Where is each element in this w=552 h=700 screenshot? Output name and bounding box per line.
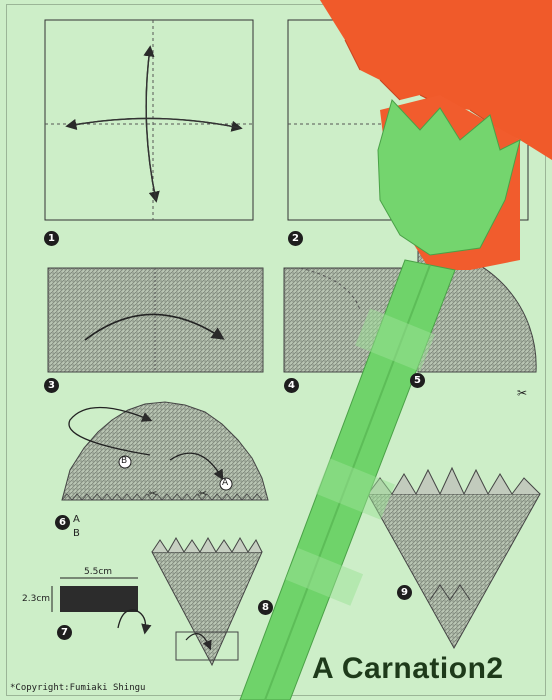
step-number-9: 9: [397, 585, 412, 600]
step-number-8: 8: [258, 600, 273, 615]
step-number-7: 7: [57, 625, 72, 640]
step8-cone: [152, 538, 262, 665]
step6-label-b: B: [73, 528, 80, 539]
step6-fan: ✂ ✂: [62, 402, 268, 500]
carnation-stem: [240, 100, 520, 700]
step-number-5: 5: [410, 373, 425, 388]
step-number-1: 1: [44, 231, 59, 246]
width-dimension: 5.5cm: [84, 567, 112, 577]
step-number-4: 4: [284, 378, 299, 393]
svg-text:✂: ✂: [148, 487, 157, 500]
step1-square: [45, 20, 253, 220]
page-title: A Carnation2: [312, 652, 504, 686]
copyright-notice: *Copyright:Fumiaki Shingu: [10, 683, 145, 693]
fold-mark-a: A: [222, 478, 228, 488]
step9-cone: [368, 468, 540, 648]
step7-rectangle: [52, 578, 146, 632]
fold-mark-b: B: [121, 456, 127, 466]
svg-text:✂: ✂: [198, 487, 207, 500]
height-dimension: 2.3cm: [22, 594, 50, 604]
step-number-3: 3: [44, 378, 59, 393]
step-number-2: 2: [288, 231, 303, 246]
step6-label-a: A: [73, 514, 80, 525]
step-number-6: 6: [55, 515, 70, 530]
svg-text:✂: ✂: [517, 386, 527, 400]
step3-rectangle: [48, 268, 263, 372]
